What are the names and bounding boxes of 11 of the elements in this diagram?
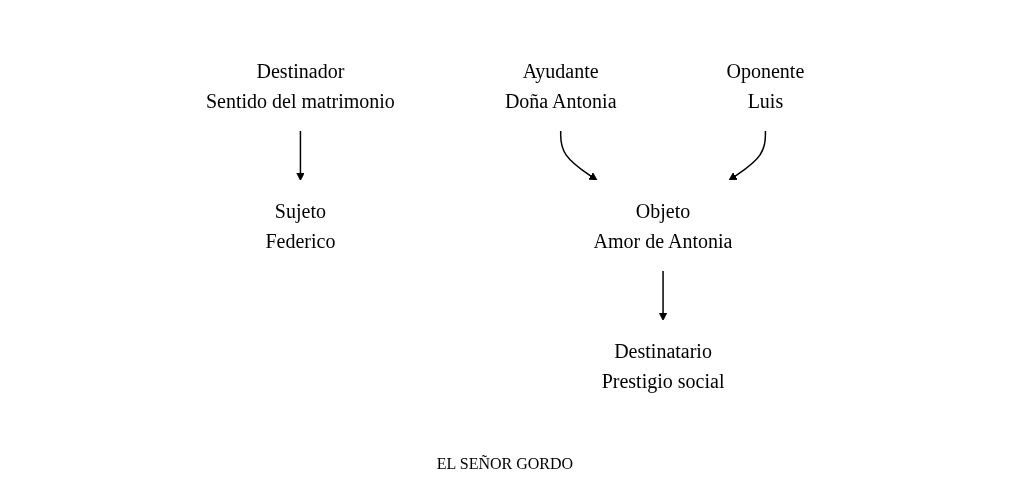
node-text: Destinador Sentido del matrimonio	[205, 59, 395, 112]
node-text: Destinatario Prestigio social	[601, 339, 725, 392]
arrow	[559, 129, 598, 181]
arrow	[728, 129, 766, 181]
arrow	[295, 129, 305, 181]
node-text: Ayudante Doña Antonia	[504, 59, 617, 112]
arrow	[658, 269, 668, 321]
node-text: Sujeto Federico	[265, 199, 336, 252]
node-text: Objeto Amor de Antonia	[593, 199, 733, 252]
node-text: Oponente Luis	[726, 59, 805, 112]
caption-text: EL SEÑOR GORDO	[436, 455, 574, 473]
